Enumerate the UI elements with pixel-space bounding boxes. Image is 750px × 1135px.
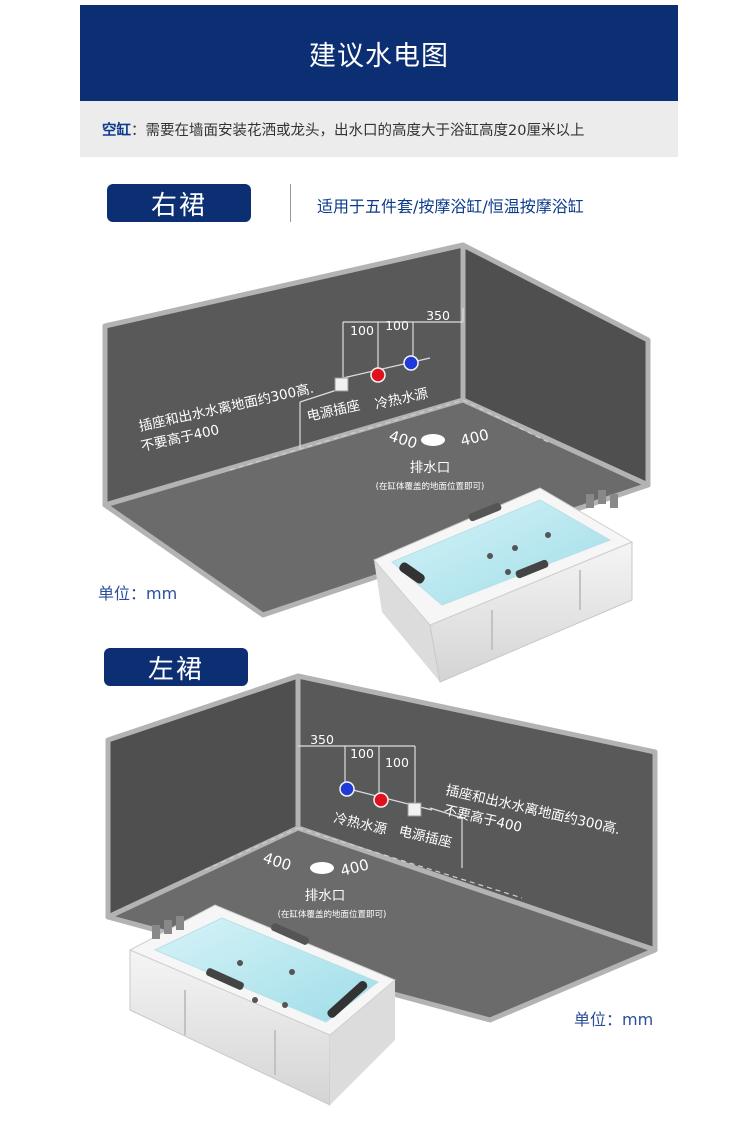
left-skirt-tag-text: 左裙: [147, 654, 204, 685]
right-room: 100 100 350 插座和出水水离地面约300高. 不要高于400 电源插座…: [102, 242, 651, 618]
right-power-socket-icon: [334, 377, 349, 392]
left-bathtub-image: [128, 904, 396, 1106]
left-unit-label: 单位：mm: [574, 1010, 654, 1029]
right-skirt-subtitle: 适用于五件套/按摩浴缸/恒温按摩浴缸: [317, 197, 584, 216]
page-title-text: 建议水电图: [309, 40, 449, 72]
note-bar: 空缸：需要在墙面安装花洒或龙头，出水口的高度大于浴缸高度20厘米以上: [80, 101, 678, 157]
left-skirt-tag: 左裙: [104, 648, 248, 686]
right-skirt-tag-text: 右裙: [150, 190, 207, 221]
left-power-socket-icon: [407, 802, 422, 817]
right-drain-icon: [421, 434, 445, 446]
right-cold-water-icon: [403, 355, 419, 371]
left-drain-icon: [310, 862, 334, 874]
right-drain-label: 排水口: [410, 460, 451, 476]
left-dim-2: 100: [350, 746, 374, 761]
note-key: 空缸: [102, 122, 131, 139]
right-dim-1: 100: [350, 323, 374, 338]
left-room: 350 100 100 插座和出水水离地面约300高. 不要高于400 冷热水源…: [105, 673, 658, 1023]
right-drain-note: (在缸体覆盖的地面位置即可): [376, 481, 485, 492]
right-dim-3: 350: [426, 308, 450, 323]
left-hot-water-icon: [373, 792, 389, 808]
left-dim-1: 350: [310, 732, 334, 747]
right-skirt-tag: 右裙: [107, 184, 251, 222]
page-title: 建议水电图: [80, 5, 678, 101]
left-drain-note: (在缸体覆盖的地面位置即可): [278, 909, 387, 920]
note-text: ：需要在墙面安装花洒或龙头，出水口的高度大于浴缸高度20厘米以上: [131, 122, 585, 139]
right-unit-label: 单位：mm: [98, 584, 178, 603]
left-drain-label: 排水口: [305, 888, 346, 904]
section-divider: [290, 184, 291, 222]
left-dim-3: 100: [385, 755, 409, 770]
left-cold-water-icon: [339, 781, 355, 797]
right-floor: [102, 397, 651, 618]
right-dim-2: 100: [385, 318, 409, 333]
right-bathtub-image: [373, 487, 634, 683]
right-hot-water-icon: [370, 367, 386, 383]
